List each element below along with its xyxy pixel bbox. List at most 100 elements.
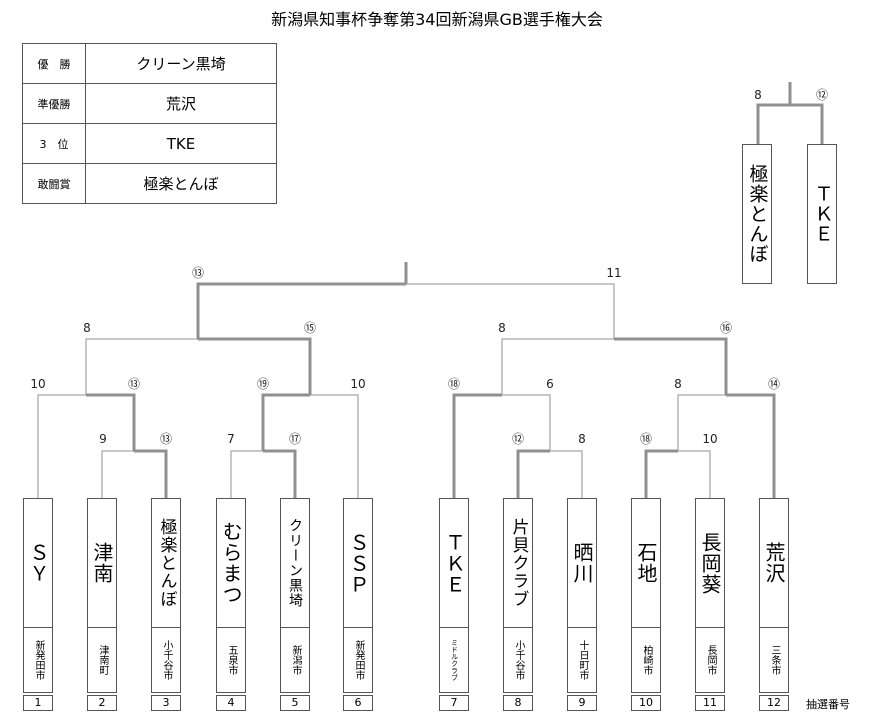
svg-text:8: 8 [498, 321, 506, 335]
svg-text:⑭: ⑭ [768, 377, 780, 391]
result-row-fighting-spirit: 敢闘賞 極楽とんぼ [22, 163, 277, 204]
tournament-title: 新潟県知事杯争奪第34回新潟県GB選手権大会 [271, 10, 603, 29]
team-city-box: 新発田市 [23, 627, 53, 693]
result-label: 優 勝 [22, 43, 86, 84]
svg-text:8: 8 [674, 377, 682, 391]
team-name: 晒川 [570, 542, 594, 584]
draw-number-label: 抽選番号 [806, 698, 850, 711]
result-label: 準優勝 [22, 83, 86, 124]
team-city-box: 五泉市 [216, 627, 246, 693]
match-count: 8 [578, 432, 586, 446]
team-city: 十日町市 [577, 640, 588, 680]
team-city-box: 新潟市 [280, 627, 310, 693]
bracket-line-winner [86, 393, 136, 451]
team-name-box: 片貝クラブ [503, 498, 533, 628]
match-count: 10 [30, 377, 45, 391]
bracket-line-winner [198, 337, 312, 395]
match-count: ⑬ [160, 432, 172, 446]
svg-text:⑱: ⑱ [640, 432, 652, 446]
match-count: 10 [702, 432, 717, 446]
bracket-line [85, 338, 198, 395]
match-count: ⑯ [720, 321, 732, 335]
draw-number: 7 [439, 695, 469, 711]
svg-text:11: 11 [606, 266, 621, 280]
match-count: ⑱ [640, 432, 652, 446]
bracket-line [406, 283, 615, 339]
results-table: 優 勝 クリーン黒埼 準優勝 荒沢 3 位 TKE 敢闘賞 極楽とんぼ [22, 43, 277, 204]
team-name-box: 石地 [631, 498, 661, 628]
team-city-box: 津南町 [87, 627, 117, 693]
match-count: ⑲ [257, 377, 269, 391]
team-city: 新発田市 [353, 640, 364, 680]
svg-text:10: 10 [350, 377, 365, 391]
team-name: クリーン黒埼 [287, 518, 303, 608]
match-count: 10 [350, 377, 365, 391]
bracket-line [677, 394, 726, 451]
team-city-box: 小千谷市 [503, 627, 533, 693]
result-row-runner-up: 準優勝 荒沢 [22, 83, 277, 124]
team-city: 小千谷市 [513, 640, 524, 680]
bracket-line [230, 450, 263, 498]
match-count: ⑬ [192, 266, 204, 280]
team-city: ミドルクラブ [450, 639, 459, 681]
svg-text:8: 8 [83, 321, 91, 335]
svg-text:8: 8 [754, 88, 762, 102]
svg-text:9: 9 [99, 432, 107, 446]
bracket-line-winner [196, 282, 406, 339]
bracket-line [101, 450, 134, 498]
team-name: ＳＹ [26, 542, 50, 584]
draw-number: 12 [759, 695, 789, 711]
bracket-line [310, 394, 359, 498]
team-name: 長岡葵 [698, 531, 722, 595]
draw-number: 4 [216, 695, 246, 711]
team-city-box: 新発田市 [343, 627, 373, 693]
bracket-line-winner [263, 449, 297, 498]
svg-text:8: 8 [578, 432, 586, 446]
svg-text:⑫: ⑫ [512, 432, 524, 446]
match-count: 8 [754, 88, 762, 102]
team-name: 荒沢 [762, 542, 786, 584]
draw-number: 3 [151, 695, 181, 711]
svg-text:⑱: ⑱ [448, 377, 460, 391]
bracket-line-winner [644, 449, 678, 498]
team-city: 小千谷市 [161, 640, 172, 680]
team-name: 片貝クラブ [508, 518, 529, 608]
team-city-box: 長岡市 [695, 627, 725, 693]
team-city-box: 柏崎市 [631, 627, 661, 693]
team-name: ＴＫＥ [442, 531, 466, 595]
match-count: 6 [546, 377, 554, 391]
draw-number: 1 [23, 695, 53, 711]
svg-text:7: 7 [227, 432, 235, 446]
team-city: 五泉市 [226, 645, 237, 675]
match-count: ⑱ [448, 377, 460, 391]
team-name-box: 荒沢 [759, 498, 789, 628]
bracket-line [550, 450, 583, 498]
team-name-box: 長岡葵 [695, 498, 725, 628]
team-name-box: 極楽とんぼ [151, 498, 181, 628]
bracket-line [502, 394, 551, 451]
match-count: ⑭ [768, 377, 780, 391]
result-label: 敢闘賞 [22, 163, 86, 204]
result-value: 極楽とんぼ [85, 163, 277, 204]
team-name-box: 津南 [87, 498, 117, 628]
bracket-line-winner [614, 337, 728, 395]
draw-number: 8 [503, 695, 533, 711]
result-row-champion: 優 勝 クリーン黒埼 [22, 43, 277, 84]
team-city: 柏崎市 [641, 645, 652, 675]
team-name: 極楽とんぼ [156, 518, 177, 608]
third-place-team: 極楽とんぼ [742, 144, 772, 284]
bracket-line [501, 338, 614, 395]
bracket-line-winner [261, 393, 310, 451]
svg-text:⑯: ⑯ [720, 321, 732, 335]
svg-text:⑬: ⑬ [128, 377, 140, 391]
svg-text:10: 10 [30, 377, 45, 391]
result-value: 荒沢 [85, 83, 277, 124]
bracket-line-winner [134, 449, 168, 498]
third-place-team: ＴＫＥ [807, 144, 837, 284]
svg-text:⑬: ⑬ [160, 432, 172, 446]
bracket-line [37, 394, 86, 498]
match-count: 11 [606, 266, 621, 280]
bracket-line-winner [756, 103, 790, 144]
draw-number: 5 [280, 695, 310, 711]
